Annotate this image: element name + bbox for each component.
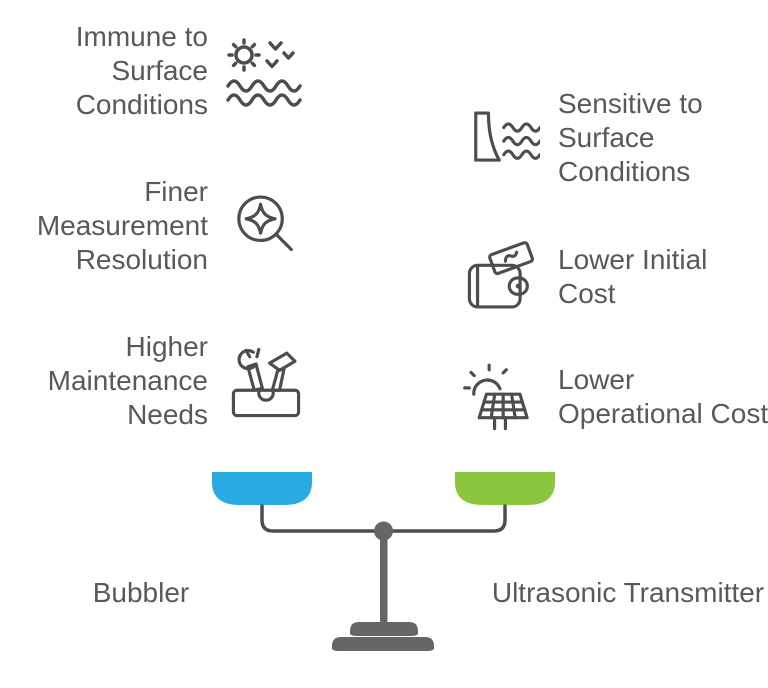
scale-base-lower	[332, 637, 434, 651]
right-item-3-line-1: Lower	[558, 364, 635, 395]
right-item-2-line-1: Lower Initial	[558, 244, 708, 275]
left-scale-pan	[212, 472, 312, 505]
magnifier-sparkle-icon	[237, 195, 293, 252]
left-item-1-line-3: Conditions	[75, 89, 208, 120]
left-item-3-line-2: Maintenance	[47, 365, 208, 396]
right-item-2-line-2: Cost	[558, 278, 616, 309]
scale-base-upper	[350, 622, 418, 636]
left-item-1-line-2: Surface	[111, 55, 209, 86]
right-scale-pan	[455, 472, 555, 505]
left-item-2-line-1: Finer	[144, 176, 208, 207]
left-item-2-text: Finer Measurement Resolution	[0, 175, 208, 277]
scale-pivot	[374, 521, 393, 541]
left-item-2-line-2: Measurement	[36, 210, 208, 241]
right-item-1-line-2: Surface	[558, 122, 655, 153]
left-item-1-line-1: Immune to	[75, 21, 208, 52]
wallet-money-icon	[467, 241, 534, 309]
right-item-3-line-2: Operational Cost	[558, 398, 768, 429]
solar-panel-icon	[463, 363, 529, 431]
right-item-1-line-3: Conditions	[558, 156, 691, 187]
left-item-3-line-1: Higher	[125, 331, 208, 362]
left-item-3-line-3: Needs	[127, 399, 208, 430]
right-item-3-text: Lower Operational Cost	[558, 363, 768, 431]
right-item-2-text: Lower Initial Cost	[558, 243, 768, 311]
right-side-label: Ultrasonic Transmitter	[491, 577, 765, 608]
sun-birds-waves-icon	[226, 38, 302, 107]
dam-waves-icon	[474, 111, 540, 162]
scale-pole	[380, 531, 388, 624]
toolbox-icon	[231, 347, 301, 418]
balance-scale	[212, 472, 555, 651]
left-side-label: Bubbler	[92, 577, 190, 608]
left-item-1-text: Immune to Surface Conditions	[0, 20, 208, 122]
left-item-2-line-3: Resolution	[75, 244, 208, 275]
right-item-1-line-1: Sensitive to	[558, 88, 703, 119]
left-item-3-text: Higher Maintenance Needs	[0, 330, 208, 432]
right-item-1-text: Sensitive to Surface Conditions	[558, 87, 768, 189]
